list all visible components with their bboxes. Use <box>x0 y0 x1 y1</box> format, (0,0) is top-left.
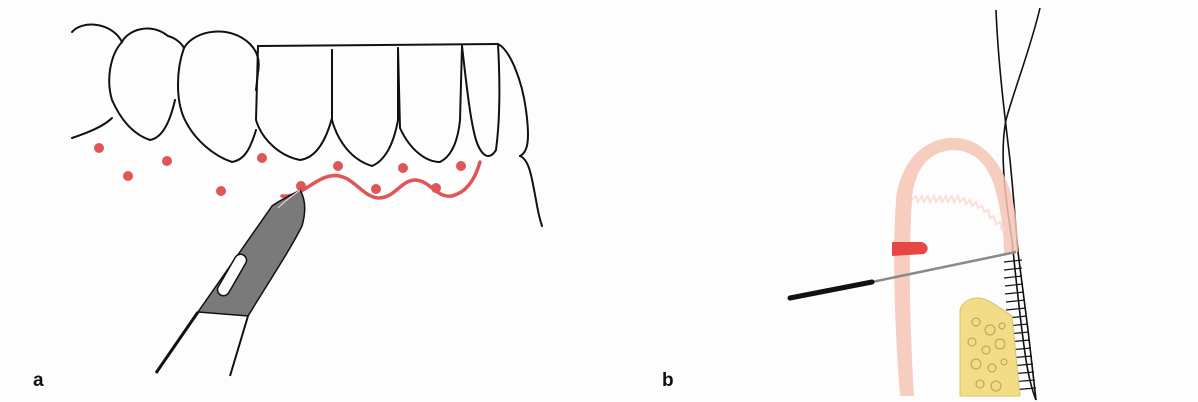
pocket-marker <box>892 242 928 256</box>
red-dot <box>123 171 133 181</box>
panel-label-b: b <box>662 370 674 392</box>
scalpel-icon <box>156 190 305 376</box>
scalpel-handle-left <box>156 312 198 373</box>
probe-shaft <box>872 252 1016 282</box>
incision-line <box>282 162 480 198</box>
red-dot <box>257 153 267 163</box>
red-dot <box>216 186 226 196</box>
red-dot <box>333 161 343 171</box>
red-dot <box>398 163 408 173</box>
red-dot <box>162 156 172 166</box>
teeth-outline <box>72 25 542 226</box>
panel-b-illustration <box>790 8 1040 400</box>
gingiva-serration <box>912 196 1006 230</box>
red-dot <box>371 184 381 194</box>
panel-label-a: a <box>33 370 44 392</box>
alveolar-bone <box>960 298 1020 396</box>
probe-handle <box>790 282 872 298</box>
scalpel-handle-right <box>230 316 248 376</box>
red-dot <box>94 143 104 153</box>
scalpel-blade <box>198 190 305 316</box>
red-dot <box>456 161 466 171</box>
panel-a-illustration <box>72 25 542 376</box>
